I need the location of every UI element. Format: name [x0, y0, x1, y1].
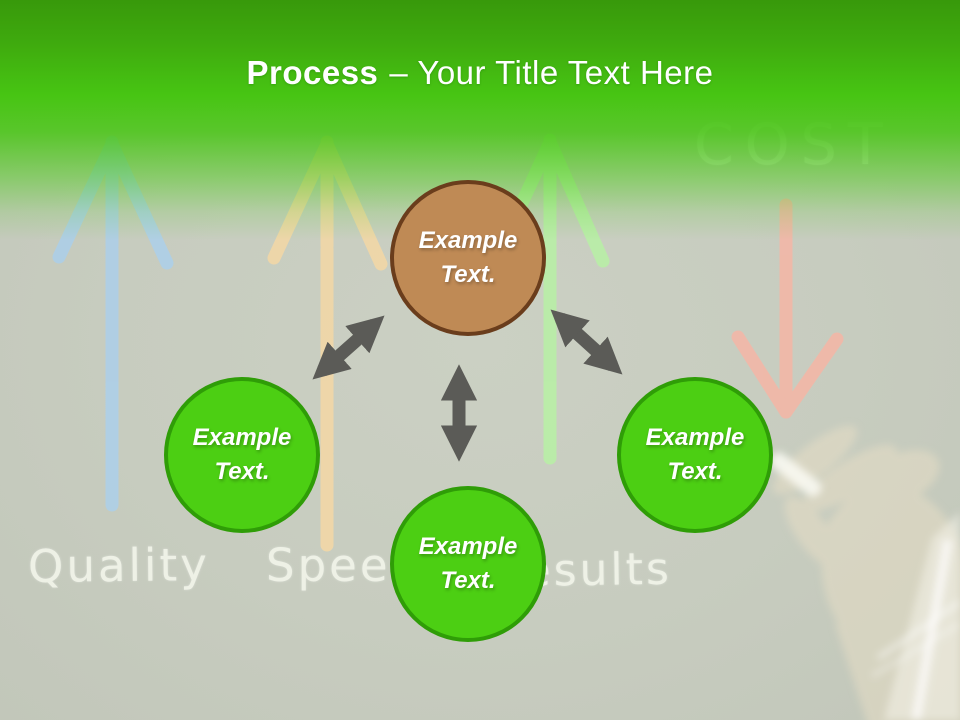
slide-title[interactable]: Process – Your Title Text Here — [0, 54, 960, 92]
title-subtitle: – Your Title Text Here — [389, 54, 714, 91]
chalk-stick — [770, 452, 822, 497]
node-bottom-circle[interactable]: Example Text. — [390, 486, 546, 642]
double-arrow-top-left — [312, 315, 385, 380]
node-top-circle[interactable]: Example Text. — [390, 180, 546, 336]
shirt-sleeve — [870, 512, 960, 720]
node-text-line: Example — [418, 533, 518, 560]
title-keyword: Process — [246, 54, 379, 91]
node-left-circle[interactable]: Example Text. — [164, 377, 320, 533]
node-text-line: Example — [418, 227, 518, 254]
node-text-line: Example — [192, 424, 292, 451]
node-text-line: Text. — [214, 458, 270, 485]
node-text-line: Example — [645, 424, 745, 451]
node-right-circle[interactable]: Example Text. — [617, 377, 773, 533]
node-text-line: Text. — [440, 261, 496, 288]
node-text-line: Text. — [667, 458, 723, 485]
double-arrow-top-right — [550, 309, 623, 375]
node-text-line: Text. — [440, 567, 496, 594]
